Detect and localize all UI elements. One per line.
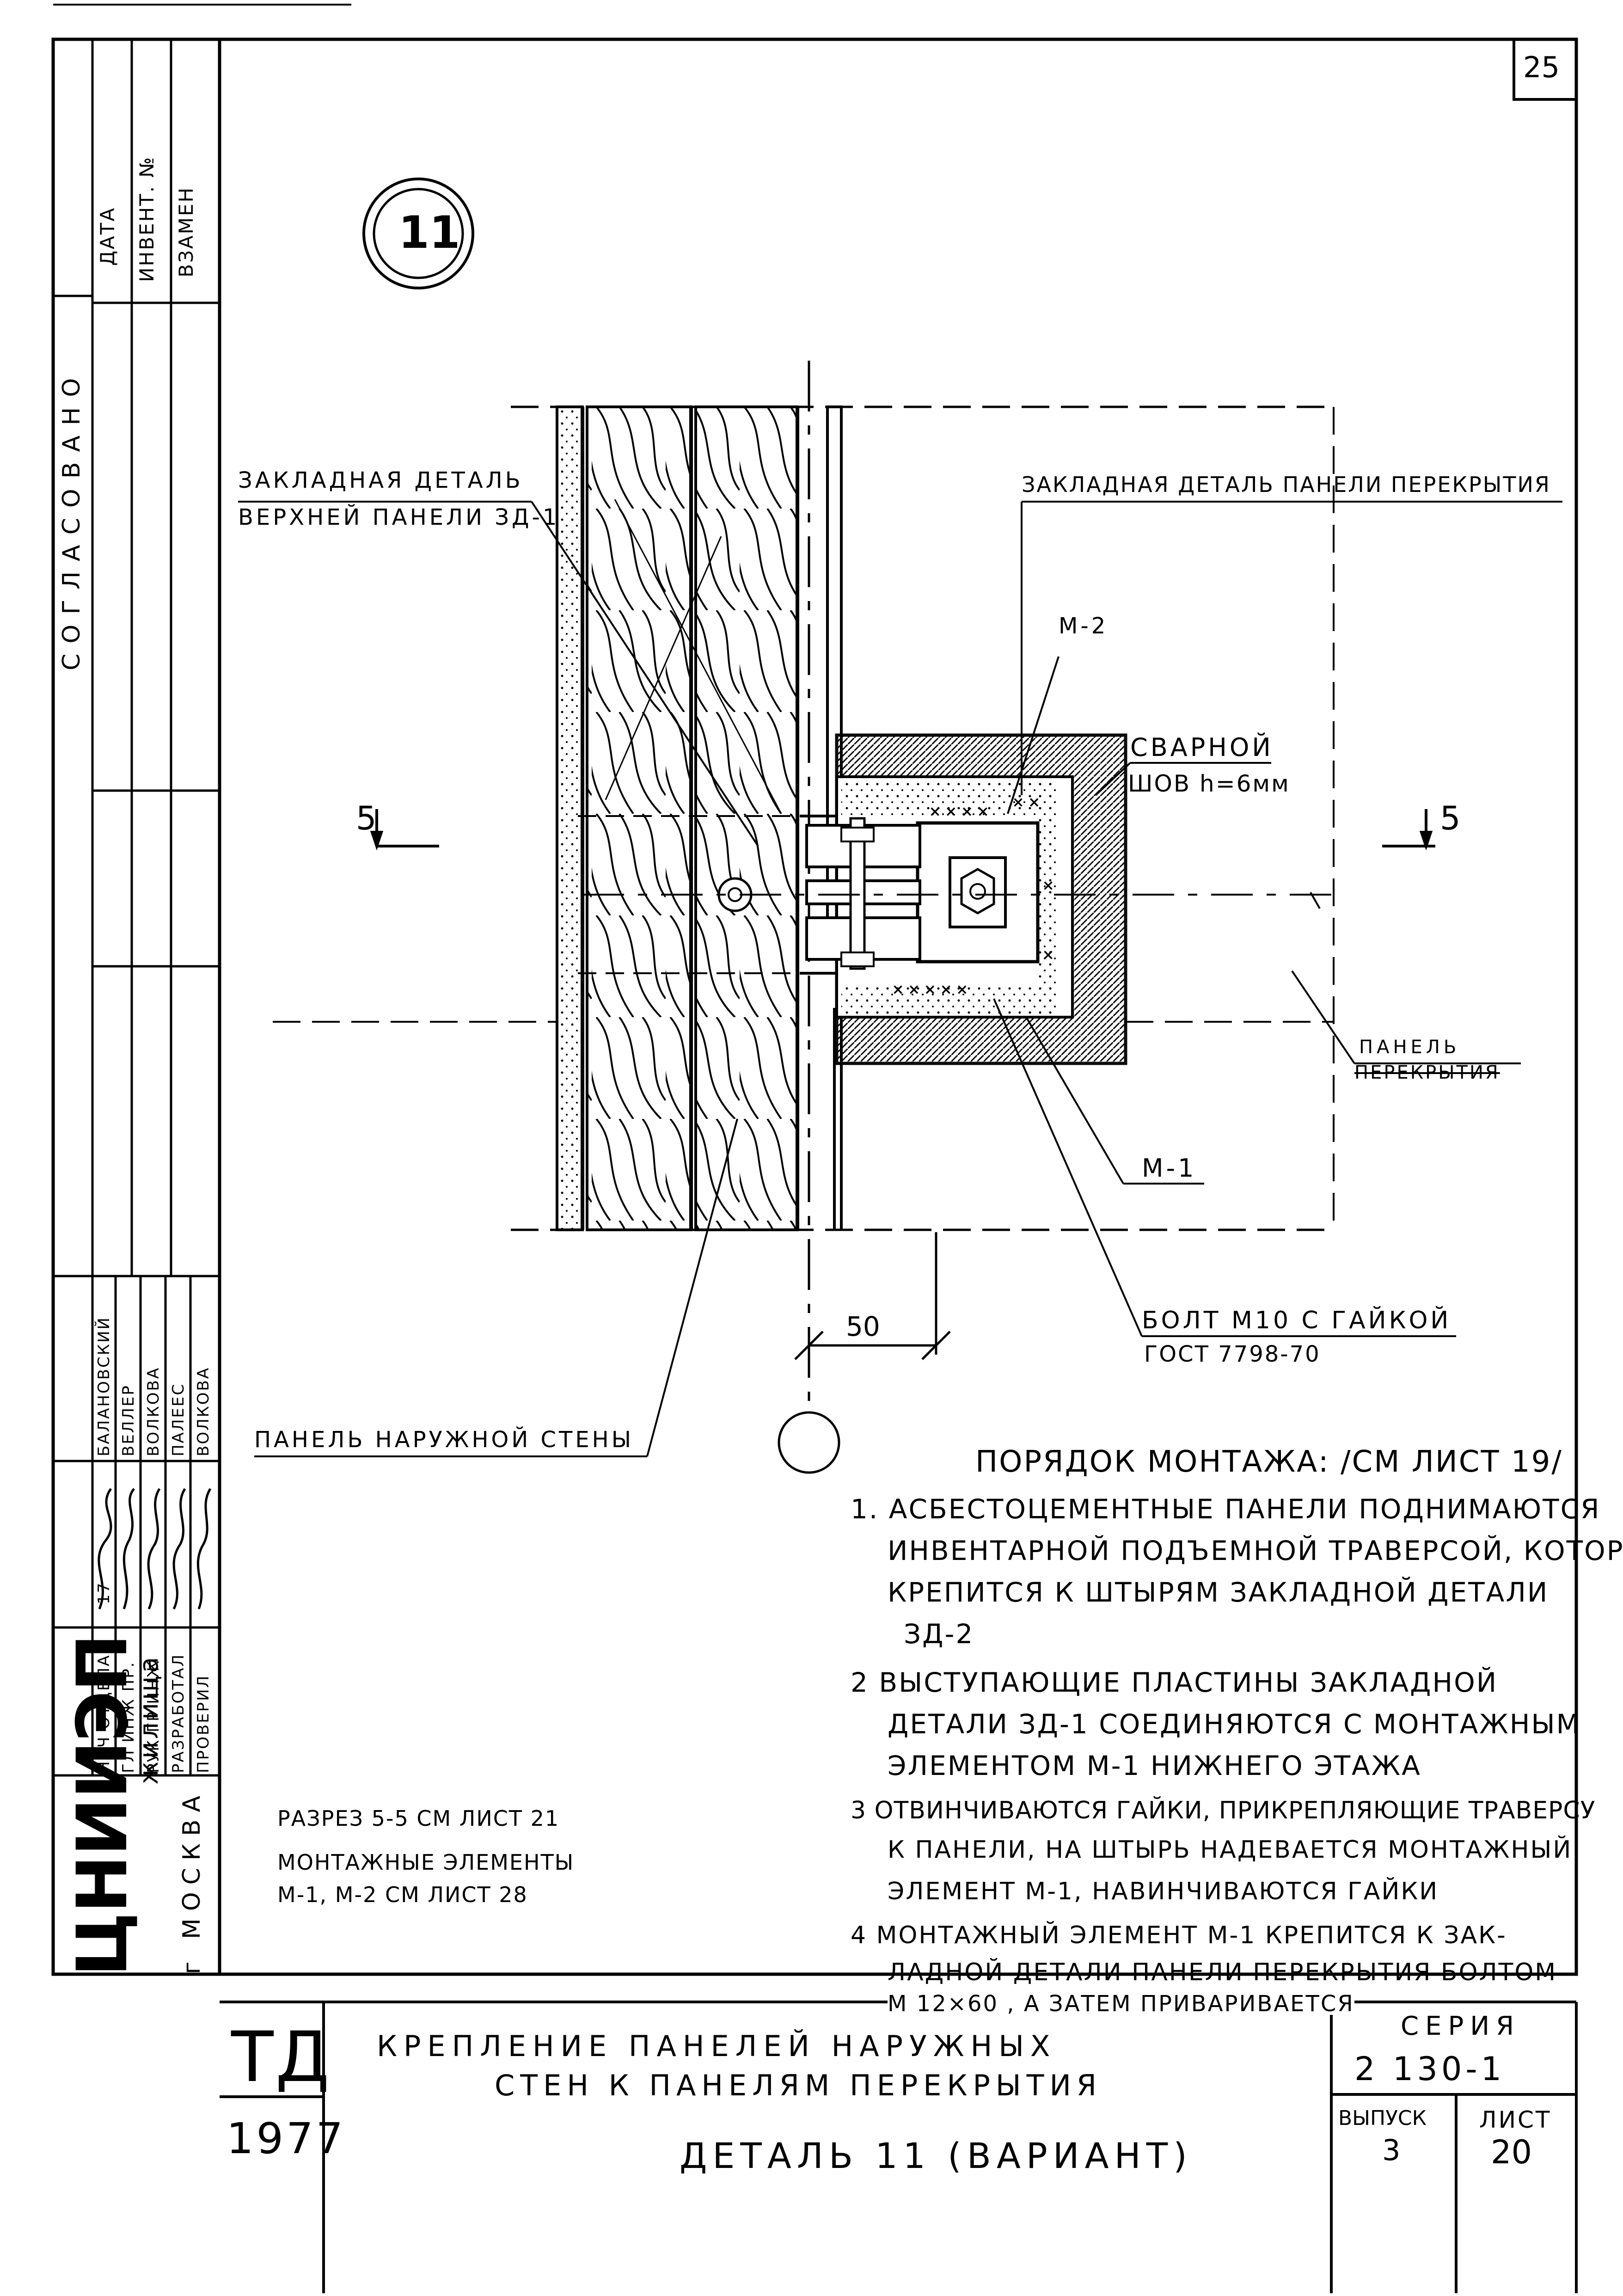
approval-heading: СОГЛАСОВАНО — [58, 368, 86, 670]
note-line-3: М-1, М-2 СМ ЛИСТ 28 — [277, 1882, 528, 1907]
axis-marker — [778, 361, 840, 1474]
approval-col-inventory: ИНВЕНТ. № — [135, 156, 158, 282]
approval-col-replaced: ВЗАМЕН — [175, 186, 197, 277]
procedure-step-1-line-3: КРЕПИТСЯ К ШТЫРЯМ ЗАКЛАДНОЙ ДЕТАЛИ — [888, 1577, 1549, 1608]
title-block-issue-label: ВЫПУСК — [1338, 2106, 1427, 2130]
signature-role-4: РАЗРАБОТАЛ — [169, 1653, 188, 1773]
org-city: г МОСКВА — [178, 1788, 206, 1974]
callout-floor-panel-1: ПАНЕЛЬ — [1359, 1037, 1460, 1058]
title-block-line-2: СТЕН К ПАНЕЛЯМ ПЕРЕКРЫТИЯ — [495, 2069, 1102, 2102]
procedure-step-4-line-3: М 12×60 , А ЗАТЕМ ПРИВАРИВАЕТСЯ — [888, 1991, 1354, 2017]
signature-date-1: 17 — [95, 1581, 113, 1604]
title-block-year: 1977 — [227, 2114, 346, 2163]
signature-role-5: ПРОВЕРИЛ — [194, 1674, 213, 1773]
callout-floor-panel-2: ПЕРЕКРЫТИЯ — [1354, 1062, 1500, 1083]
connection-assembly: × × × × × × × × × × × × × — [273, 733, 1334, 1065]
org-name: ЦНИИЭП — [62, 1634, 143, 1977]
signature-name-2: ВЕЛЛЕР — [119, 1384, 138, 1456]
procedure-step-1-line-1: 1. АСБЕСТОЦЕМЕНТНЫЕ ПАНЕЛИ ПОДНИМАЮТСЯ — [851, 1493, 1601, 1525]
signature-name-3: ВОЛКОВА — [144, 1366, 163, 1456]
procedure-step-3-line-3: ЭЛЕМЕНТ М-1, НАВИНЧИВАЮТСЯ ГАЙКИ — [888, 1878, 1439, 1905]
procedure-step-1-line-2: ИНВЕНТАРНОЙ ПОДЪЕМНОЙ ТРАВЕРСОЙ, КОТОРАЯ — [888, 1535, 1623, 1566]
callout-embed-upper-2: ВЕРХНЕЙ ПАНЕЛИ ЗД-1 — [238, 504, 560, 530]
procedure-step-3-line-1: 3 ОТВИНЧИВАЮТСЯ ГАЙКИ, ПРИКРЕПЛЯЮЩИЕ ТРА… — [851, 1797, 1596, 1824]
svg-text:×: × — [1042, 878, 1054, 894]
title-block-line-1: КРЕПЛЕНИЕ ПАНЕЛЕЙ НАРУЖНЫХ — [377, 2029, 1057, 2063]
dimension-50 — [794, 1232, 951, 1360]
detail-number: 11 — [398, 207, 460, 258]
left-strip-grid — [53, 39, 220, 1777]
svg-text:× ×: × × — [1012, 794, 1040, 810]
title-block-series-value: 2 130-1 — [1354, 2050, 1506, 2088]
title-block-code: ТД — [231, 2017, 331, 2098]
title-block-line-3: ДЕТАЛЬ 11 (ВАРИАНТ) — [680, 2135, 1193, 2176]
note-line-2: МОНТАЖНЫЕ ЭЛЕМЕНТЫ — [277, 1850, 575, 1875]
procedure-step-2-line-2: ДЕТАЛИ ЗД-1 СОЕДИНЯЮТСЯ С МОНТАЖНЫМ — [888, 1708, 1581, 1740]
procedure-step-2-line-1: 2 ВЫСТУПАЮЩИЕ ПЛАСТИНЫ ЗАКЛАДНОЙ — [851, 1667, 1498, 1698]
title-block-issue-value: 3 — [1382, 2133, 1401, 2167]
detail-marker — [362, 178, 474, 289]
leader-lines — [238, 501, 1562, 1457]
svg-text:×: × — [1042, 947, 1054, 963]
floor-panel — [1310, 407, 1335, 1230]
callout-weld-1: СВАРНОЙ — [1130, 733, 1274, 762]
callout-embed-upper-1: ЗАКЛАДНАЯ ДЕТАЛЬ — [238, 467, 523, 493]
section-cut-right — [1382, 809, 1435, 851]
title-block-series-label: СЕРИЯ — [1401, 2011, 1521, 2041]
section-label-right: 5 — [1440, 799, 1461, 837]
wall-panel — [511, 405, 1334, 1231]
procedure-step-4-line-2: ЛАДНОЙ ДЕТАЛИ ПАНЕЛИ ПЕРЕКРЫТИЯ БОЛТОМ — [888, 1958, 1557, 1986]
procedure-step-2-line-3: ЭЛЕМЕНТОМ М-1 НИЖНЕГО ЭТАЖА — [888, 1750, 1421, 1781]
callout-m2: М-2 — [1059, 613, 1109, 639]
callout-m1: М-1 — [1142, 1154, 1197, 1183]
procedure-step-4-line-1: 4 МОНТАЖНЫЙ ЭЛЕМЕНТ М-1 КРЕПИТСЯ К ЗАК- — [851, 1922, 1507, 1949]
callout-wall-panel: ПАНЕЛЬ НАРУЖНОЙ СТЕНЫ — [254, 1427, 634, 1453]
title-block-sheet-value: 20 — [1491, 2133, 1532, 2171]
svg-text:× × × × ×: × × × × × — [892, 982, 968, 998]
section-cut-left — [370, 809, 439, 851]
signature-name-4: ПАЛЕЕС — [169, 1382, 188, 1456]
section-label-left: 5 — [356, 799, 377, 837]
callout-weld-2: ШОВ h=6мм — [1128, 770, 1290, 797]
title-block-sheet-label: ЛИСТ — [1479, 2106, 1552, 2133]
dimension-label: 50 — [846, 1311, 880, 1342]
signature-name-5: ВОЛКОВА — [194, 1366, 213, 1456]
sheet-frame — [51, 4, 1578, 1976]
procedure-step-1-line-4: ЗД-2 — [904, 1618, 974, 1650]
note-line-1: РАЗРЕЗ 5-5 СМ ЛИСТ 21 — [277, 1806, 560, 1831]
org-subname: жилища — [134, 1654, 164, 1785]
signature-name-1: БАЛАНОВСКИЙ — [95, 1316, 113, 1456]
callout-embed-floor: ЗАКЛАДНАЯ ДЕТАЛЬ ПАНЕЛИ ПЕРЕКРЫТИЯ — [1022, 472, 1551, 497]
procedure-title: ПОРЯДОК МОНТАЖА: /СМ ЛИСТ 19/ — [975, 1445, 1563, 1479]
corner-sheet-number: 25 — [1523, 50, 1560, 84]
procedure-step-3-line-2: К ПАНЕЛИ, НА ШТЫРЬ НАДЕВАЕТСЯ МОНТАЖНЫЙ — [888, 1836, 1573, 1864]
approval-col-date: ДАТА — [96, 207, 119, 266]
callout-bolt-2: ГОСТ 7798-70 — [1144, 1341, 1321, 1367]
svg-text:× × × ×: × × × × — [929, 804, 989, 820]
callout-bolt-1: БОЛТ М10 С ГАЙКОЙ — [1142, 1307, 1452, 1334]
